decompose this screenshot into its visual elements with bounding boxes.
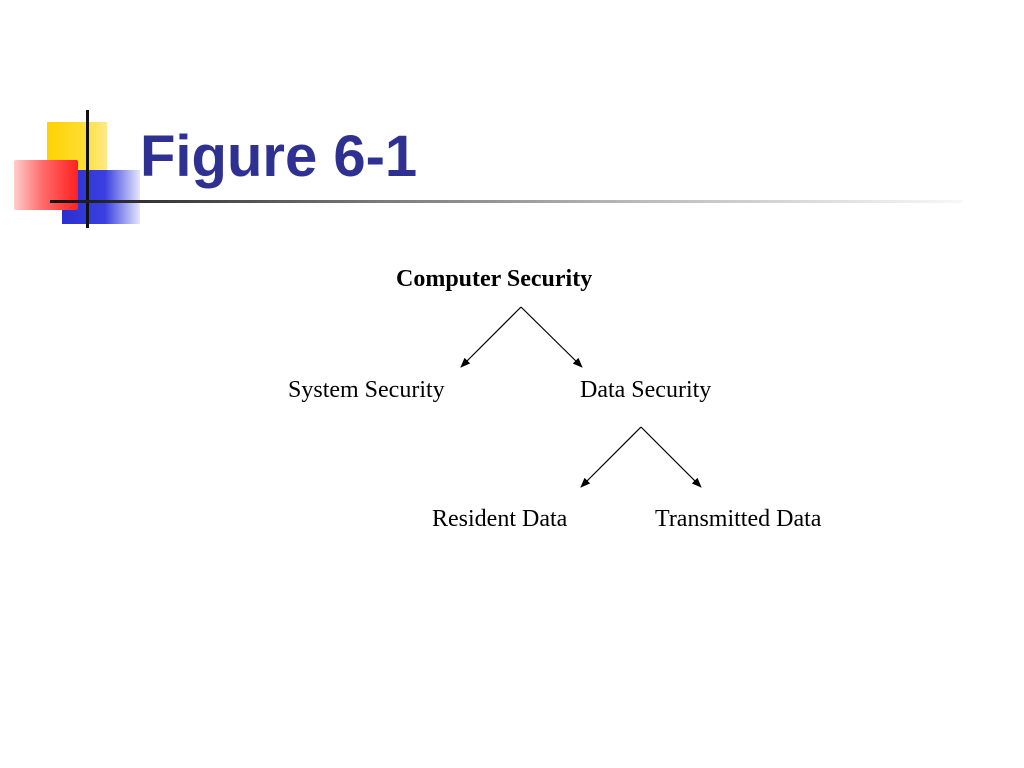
node-data-security: Data Security	[580, 377, 712, 403]
vertical-divider-line	[86, 110, 89, 228]
edge-data-to-transmitted	[640, 426, 702, 488]
node-transmitted-data: Transmitted Data	[655, 506, 822, 532]
node-system-security: System Security	[288, 377, 445, 403]
title-underline	[50, 200, 962, 203]
edge-data-to-resident	[580, 426, 642, 488]
node-computer-security: Computer Security	[396, 266, 593, 292]
slide-title: Figure 6-1	[140, 124, 418, 189]
edge-root-to-data	[520, 306, 583, 368]
edge-root-to-system	[460, 306, 522, 368]
node-resident-data: Resident Data	[432, 506, 568, 532]
